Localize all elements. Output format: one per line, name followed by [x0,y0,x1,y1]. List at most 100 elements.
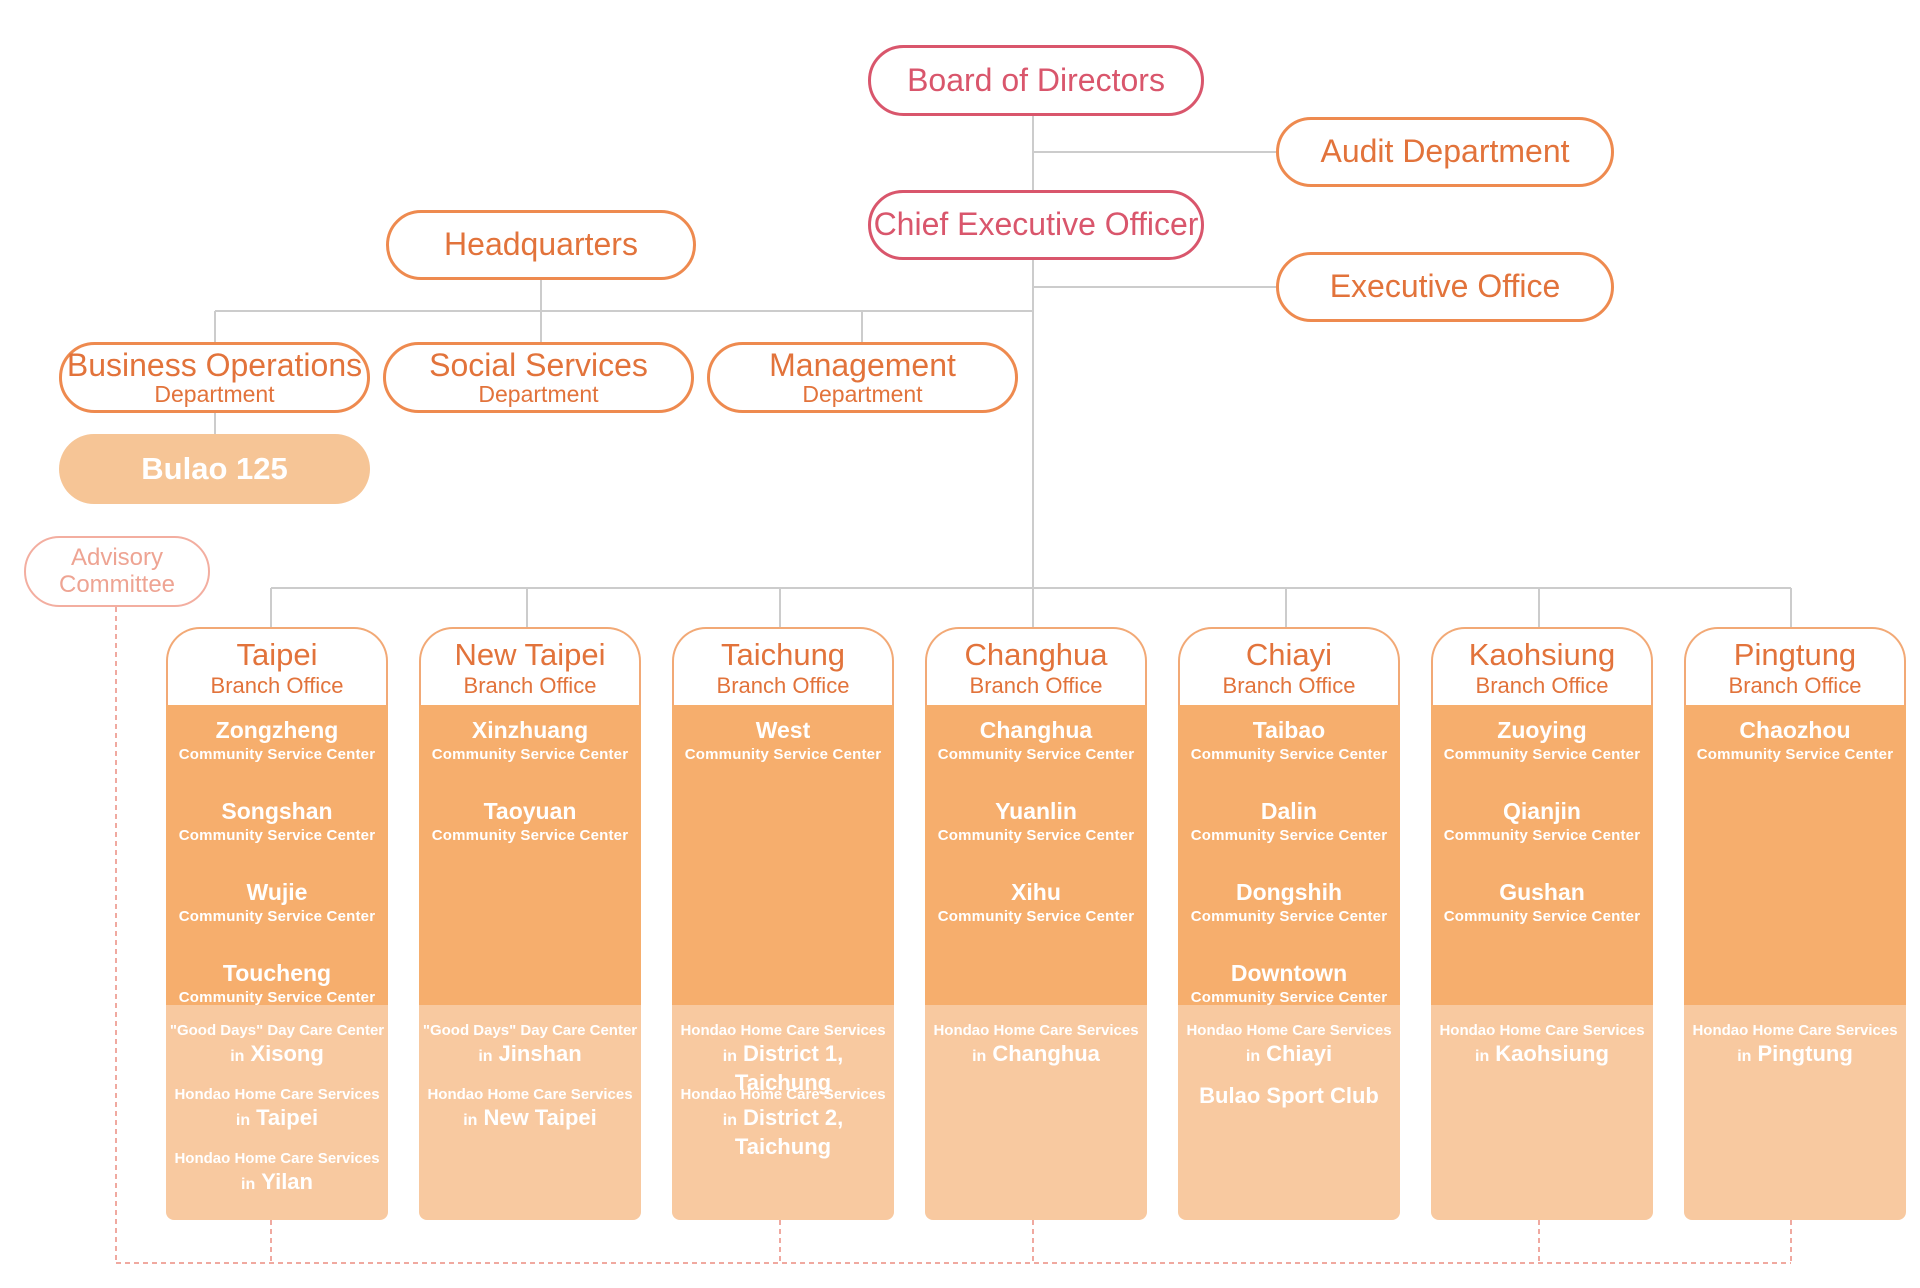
service-type: "Good Days" Day Care Center [422,1022,638,1039]
center-name: Toucheng [222,960,332,986]
center-type: Community Service Center [937,908,1135,925]
center-name: Xinzhuang [471,717,589,743]
service-place-line: in Kaohsiung [1431,1041,1653,1070]
center-type: Community Service Center [937,827,1135,844]
audit-department-label: Audit Department [1320,133,1570,170]
center-type: Community Service Center [1190,908,1388,925]
center-name: Qianjin [1503,798,1581,824]
service-place: Jinshan [498,1041,582,1066]
service-place: Kaohsiung [1495,1041,1609,1066]
center-name: Gushan [1499,879,1585,905]
center-type: Community Service Center [684,746,882,763]
bulao-125-label: Bulao 125 [141,451,288,486]
center-name: Chaozhou [1739,717,1851,743]
center-name: Xihu [1011,879,1061,905]
advisory-line-2: Committee [58,570,176,598]
board-of-directors-label: Board of Directors [907,61,1165,98]
service-in-word: in [230,1048,245,1065]
branch-subtitle: Branch Office [969,673,1103,698]
service-type: Hondao Home Care Services [1692,1022,1898,1039]
center-type: Community Service Center [1443,908,1641,925]
branch-title: Chiayi [1245,637,1333,672]
service-place: District 1, Taichung [734,1041,844,1095]
service-type: Hondao Home Care Services [933,1022,1139,1039]
care-service: "Good Days" Day Care Center in Jinshan [419,1021,641,1069]
executive-office-node: Executive Office [1276,252,1614,322]
service-type: Hondao Home Care Services [174,1086,380,1103]
department-sub: Department [478,381,599,408]
bulao-125-node: Bulao 125 [59,434,370,504]
service-in-word: in [1245,1048,1261,1065]
center-type: Community Service Center [937,746,1135,763]
center-type: Community Service Center [1443,827,1641,844]
center-name: West [755,717,811,743]
department-name: Social Services [429,346,648,383]
headquarters-label: Headquarters [444,226,638,263]
branch-title: New Taipei [454,637,606,672]
service-type: "Good Days" Day Care Center [169,1022,385,1039]
service-place: District 2, Taichung [734,1105,844,1159]
branch-title: Pingtung [1733,637,1857,672]
center-name: Yuanlin [995,798,1077,824]
chief-executive-officer-node: Chief Executive Officer [868,190,1204,260]
branch-subtitle: Branch Office [1475,673,1609,698]
department-sub: Department [802,381,923,408]
service-place-line: in Xisong [166,1041,388,1070]
department-sub: Department [154,381,275,408]
service-in-word: in [463,1112,478,1129]
branch-subtitle: Branch Office [463,673,597,698]
headquarters-node: Headquarters [386,210,696,280]
service-type: Hondao Home Care Services [680,1022,886,1039]
branch-subtitle: Branch Office [210,673,344,698]
service-in-word: in [241,1176,256,1193]
branch-subtitle: Branch Office [716,673,850,698]
management-department-node: Management Department [707,342,1018,413]
center-name: Songshan [221,798,333,824]
service-in-word: in [972,1048,987,1065]
branch-title: Kaohsiung [1468,637,1616,672]
advisory-line-1: Advisory [70,543,164,571]
board-of-directors-node: Board of Directors [868,45,1204,116]
center-name: Dongshih [1235,879,1343,905]
service-in-word: in [478,1048,493,1065]
service-place: Yilan [261,1169,313,1194]
center-type: Community Service Center [431,827,629,844]
service-in-word: in [1737,1048,1752,1065]
branch-title: Changhua [964,637,1108,672]
service-type: Hondao Home Care Services [427,1086,633,1103]
center-type: Community Service Center [178,827,376,844]
service-place: Xisong [250,1041,324,1066]
service-in-word: in [1475,1048,1490,1065]
center-name: Taibao [1252,717,1326,743]
